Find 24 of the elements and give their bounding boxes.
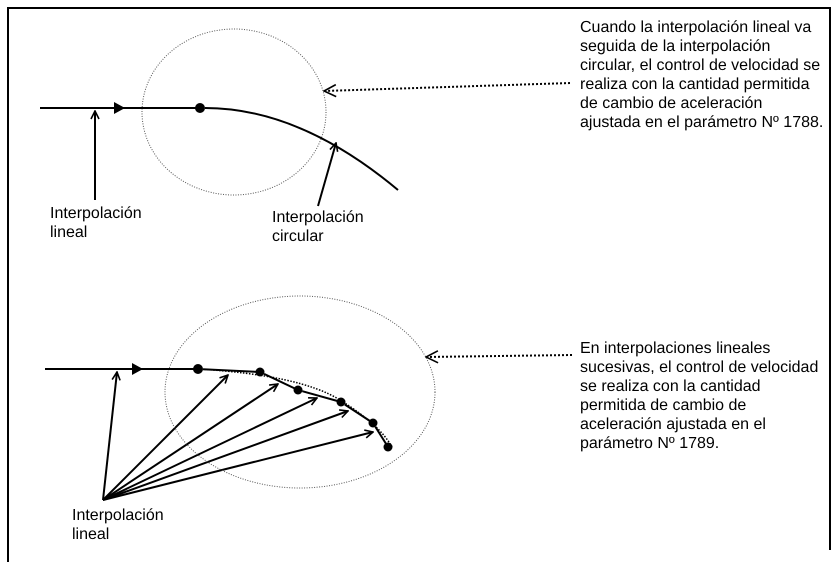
dotted-circle	[142, 28, 326, 196]
note-text: En interpolaciones lineales sucesivas, el control de velocidad se realiza con la cantidad permitida de cambio de aceleración ajustada en el parámetro Nº 1789.	[580, 339, 825, 453]
dotted-arrow	[323, 82, 570, 98]
path-segment	[40, 102, 205, 114]
path-segment	[204, 107, 399, 191]
leader-arrow	[90, 110, 100, 200]
path-segment	[202, 368, 264, 376]
leader-arrow	[102, 409, 349, 501]
leader-arrow	[102, 397, 318, 501]
leader-arrow	[102, 429, 374, 501]
leader-arrow	[102, 374, 229, 501]
path-segment	[302, 390, 346, 406]
dotted-circle	[164, 296, 436, 488]
part-label: Interpolación lineal	[72, 506, 192, 544]
part-label: Interpolación lineal	[50, 204, 170, 242]
leader-arrow	[102, 371, 121, 500]
note-text: Cuando la interpolación lineal va seguida de la interpolación circular, el control de velocidad se realiza con la cantidad permitida de cambio de aceleración ajustada en el parámetro Nº 1788.	[580, 18, 825, 132]
path-segment	[45, 363, 203, 375]
leader-arrow	[317, 142, 338, 206]
path-segment	[264, 373, 302, 394]
dotted-arrow	[425, 350, 572, 364]
path-segment	[374, 426, 392, 452]
part-label: Interpolación circular	[272, 208, 392, 246]
path-segment	[344, 404, 378, 428]
